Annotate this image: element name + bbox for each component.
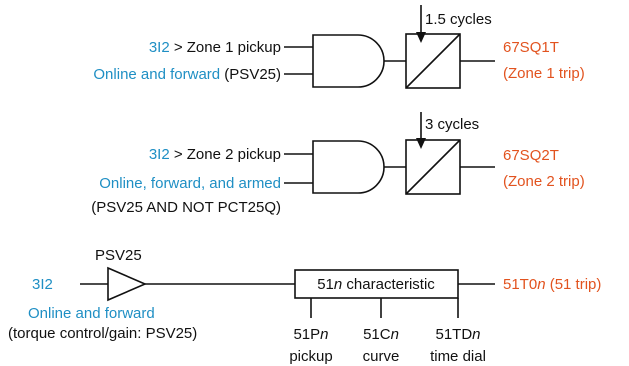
gain-amplifier [107, 266, 148, 302]
inverse-input-label: 3I2 [32, 276, 53, 293]
inverse-time-logic: 3I2 PSV25 51n characteristic 51T0n (51 t… [8, 247, 601, 365]
zone2-timer-label: 3 cycles [425, 116, 479, 133]
zone1-timer-diagonal [405, 33, 461, 89]
setting-timedial-desc: time dial [430, 348, 486, 365]
zone2-timer-diagonal [405, 139, 461, 195]
zone2-logic: 3I2 > Zone 2 pickup Online, forward, and… [91, 112, 585, 216]
zone2-output-name: 67SQ2T [503, 147, 559, 164]
zone2-and-gate [312, 140, 385, 194]
zone1-timer-label: 1.5 cycles [425, 11, 492, 28]
zone1-timer-arrowhead [416, 32, 426, 43]
zone1-output-desc: (Zone 1 trip) [503, 65, 585, 82]
zone1-output-name: 67SQ1T [503, 39, 559, 56]
zone1-input1-label: 3I2 > Zone 1 pickup [149, 39, 281, 56]
setting-pickup-desc: pickup [289, 348, 332, 365]
zone1-input2-label: Online and forward (PSV25) [93, 66, 281, 83]
amplifier-label: PSV25 [95, 247, 142, 264]
setting-pickup-name: 51Pn [293, 326, 328, 343]
zone2-timer-arrowhead [416, 138, 426, 149]
characteristic-block [294, 269, 459, 299]
zone2-input2-condition: (PSV25 AND NOT PCT25Q) [91, 199, 281, 216]
setting-curve-name: 51Cn [363, 326, 399, 343]
setting-timedial-name: 51TDn [435, 326, 480, 343]
zone1-logic: 3I2 > Zone 1 pickup Online and forward (… [93, 5, 585, 89]
supervision-note: (torque control/gain: PSV25) [8, 325, 197, 342]
zone1-and-gate [312, 34, 385, 88]
zone2-output-desc: (Zone 2 trip) [503, 173, 585, 190]
zone2-input2-label: Online, forward, and armed [99, 175, 281, 192]
supervision-label: Online and forward [28, 305, 155, 322]
inverse-output-label: 51T0n (51 trip) [503, 276, 601, 293]
setting-curve-desc: curve [363, 348, 400, 365]
characteristic-label: 51n characteristic [317, 276, 435, 293]
zone2-input1-label: 3I2 > Zone 2 pickup [149, 146, 281, 163]
